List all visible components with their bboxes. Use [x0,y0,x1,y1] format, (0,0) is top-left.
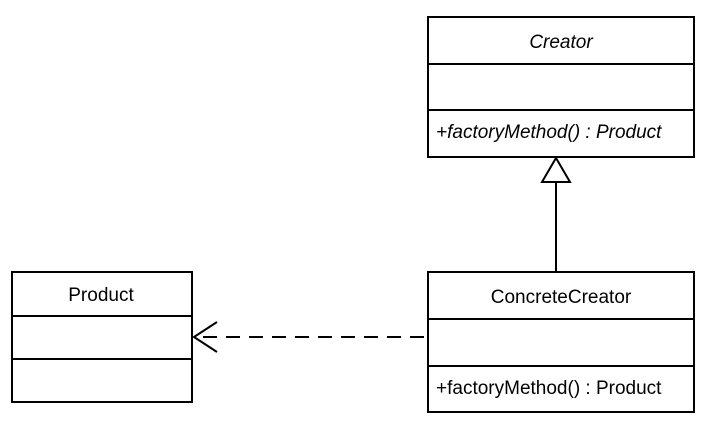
concrete-creator-class[interactable]: ConcreteCreator +factoryMethod() : Produ… [427,271,695,413]
product-class-name: Product [68,285,134,306]
generalization-triangle-head [540,156,572,183]
dependency-open-arrowhead [192,321,218,353]
product-class-box [11,271,193,403]
creator-class[interactable]: Creator +factoryMethod() : Product [427,16,695,158]
concrete-creator-class-name: ConcreteCreator [491,287,632,308]
creator-class-box [427,16,695,158]
product-class[interactable]: Product [11,271,193,403]
creator-class-name: Creator [529,32,593,53]
concrete-creator-method: +factoryMethod() : Product [436,378,662,399]
concrete-creator-class-box [427,271,695,413]
dependency-arrow [192,321,424,353]
creator-method: +factoryMethod() : Product [436,122,662,143]
generalization-arrow [540,156,572,272]
